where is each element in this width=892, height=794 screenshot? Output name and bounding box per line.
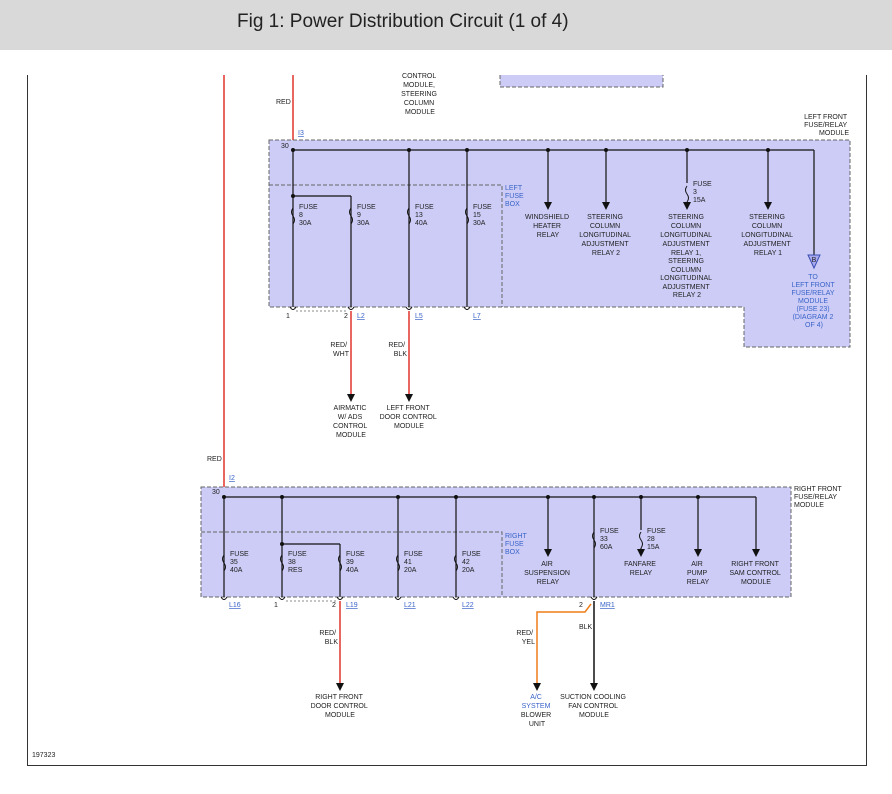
fuse-13-label: FUSE 13 40A <box>415 204 436 227</box>
red-label-mid: RED <box>207 456 222 463</box>
fuse-35-icon <box>222 554 226 572</box>
red-label-top: RED <box>276 99 291 106</box>
connector-l16[interactable]: L16 <box>229 602 241 609</box>
fuse-42-icon <box>454 554 458 572</box>
ac-blower-unit-label: A/C SYSTEM BLOWER UNIT <box>521 694 553 728</box>
fuse-35-label: FUSE 35 40A <box>230 551 251 574</box>
connector-l2[interactable]: L2 <box>357 313 365 320</box>
right-pin-1: 1 <box>274 602 278 609</box>
fuse-28-icon <box>639 531 643 549</box>
suction-cooling-fan-label: SUCTION COOLING FAN CONTROL MODULE <box>560 694 628 719</box>
red-blk-left-label: RED/ BLK <box>388 342 407 358</box>
red-wht-label: RED/ WHT <box>330 342 349 358</box>
figure-ref-number: 197323 <box>32 752 55 759</box>
left-term-30: 30 <box>281 143 289 150</box>
mr1-pin-2: 2 <box>579 602 583 609</box>
fuse-33-label: FUSE 33 60A <box>600 528 621 551</box>
left-door-arrow <box>405 394 413 402</box>
fuse-3-icon <box>685 185 689 203</box>
left-pin-1: 1 <box>286 313 290 320</box>
connector-l22[interactable]: L22 <box>462 602 474 609</box>
fuse-13-icon <box>407 207 411 225</box>
fuse-28-label: FUSE 28 15A <box>647 528 668 551</box>
fuse-39-icon <box>338 554 342 572</box>
fuse-42-label: FUSE 42 20A <box>462 551 483 574</box>
blk-label: BLK <box>579 624 593 631</box>
fuse-9-label: FUSE 9 30A <box>357 204 378 227</box>
fuse-3-label: FUSE 3 15A <box>693 181 714 204</box>
diagram-frame <box>27 75 867 766</box>
connector-l7[interactable]: L7 <box>473 313 481 320</box>
right-door-arrow <box>336 683 344 691</box>
connector-b-icon[interactable]: B <box>807 254 821 270</box>
right-fuse-box-border <box>201 531 503 597</box>
fuse-9-icon <box>349 207 353 225</box>
fuse-8-label: FUSE 8 30A <box>299 204 320 227</box>
right-term-30: 30 <box>212 489 220 496</box>
fan-module-arrow <box>590 683 598 691</box>
connector-l21[interactable]: L21 <box>404 602 416 609</box>
red-yel-label: RED/ YEL <box>516 630 535 646</box>
fuse-41-label: FUSE 41 20A <box>404 551 425 574</box>
left-fuse-box-label: LEFT FUSE BOX <box>505 185 526 208</box>
right-fuse-box-label: RIGHT FUSE BOX <box>505 533 529 556</box>
fuse-39-label: FUSE 39 40A <box>346 551 367 574</box>
left-module-box <box>268 139 851 348</box>
fuse-15-label: FUSE 15 30A <box>473 204 494 227</box>
fuse-38-label: FUSE 38 RES <box>288 551 309 574</box>
blower-arrow <box>533 683 541 691</box>
fuse-33-icon <box>592 531 596 549</box>
title-bar: Fig 1: Power Distribution Circuit (1 of … <box>0 0 892 50</box>
node-i3-link[interactable]: I3 <box>298 130 304 137</box>
steering-relay-1-2-label: STEERING COLUMN LONGITUDINAL ADJUSTMENT … <box>660 214 713 299</box>
left-front-door-module-label: LEFT FRONT DOOR CONTROL MODULE <box>380 405 439 430</box>
windshield-heater-relay-label: WINDSHIELD HEATER RELAY <box>525 214 571 239</box>
left-fuse-box-border <box>269 184 503 307</box>
fanfare-relay-label: FANFARE RELAY <box>624 561 658 577</box>
fuse-41-icon <box>396 554 400 572</box>
upper-module-label: CONTROL MODULE, STEERING COLUMN MODULE <box>401 73 439 116</box>
steering-relay-2-label: STEERING COLUMN LONGITUDINAL ADJUSTMENT … <box>579 214 632 257</box>
to-left-front-fuse-link[interactable]: TO LEFT FRONT FUSE/RELAY MODULE (FUSE 23… <box>792 274 837 329</box>
fuse-38-icon <box>280 554 284 572</box>
right-pin-2: 2 <box>332 602 336 609</box>
fuse-8-icon <box>291 207 295 225</box>
left-module-title: LEFT FRONT FUSE/RELAY MODULE <box>804 114 849 137</box>
airmatic-module-label: AIRMATIC W/ ADS CONTROL MODULE <box>333 405 369 439</box>
fuse-15-icon <box>465 207 469 225</box>
connector-l19[interactable]: L19 <box>346 602 358 609</box>
figure-title: Fig 1: Power Distribution Circuit (1 of … <box>237 11 569 32</box>
left-pin-2: 2 <box>344 313 348 320</box>
air-pump-relay-label: AIR PUMP RELAY <box>687 561 710 586</box>
right-front-door-module-label: RIGHT FRONT DOOR CONTROL MODULE <box>311 694 370 719</box>
red-yel-wire <box>536 603 592 686</box>
connector-mr1[interactable]: MR1 <box>600 602 615 609</box>
airmatic-arrow <box>347 394 355 402</box>
svg-text:B: B <box>812 257 817 264</box>
sam-control-module-label: RIGHT FRONT SAM CONTROL MODULE <box>729 561 782 586</box>
red-blk-right-label: RED/ BLK <box>319 630 338 646</box>
connector-l5[interactable]: L5 <box>415 313 423 320</box>
node-i2-link[interactable]: I2 <box>229 475 235 482</box>
air-suspension-relay-label: AIR SUSPENSION RELAY <box>524 561 572 586</box>
steering-relay-1-label: STEERING COLUMN LONGITUDINAL ADJUSTMENT … <box>741 214 794 257</box>
right-module-box <box>200 486 792 598</box>
right-module-title: RIGHT FRONT FUSE/RELAY MODULE <box>794 486 844 509</box>
upper-module-strip <box>499 75 664 88</box>
